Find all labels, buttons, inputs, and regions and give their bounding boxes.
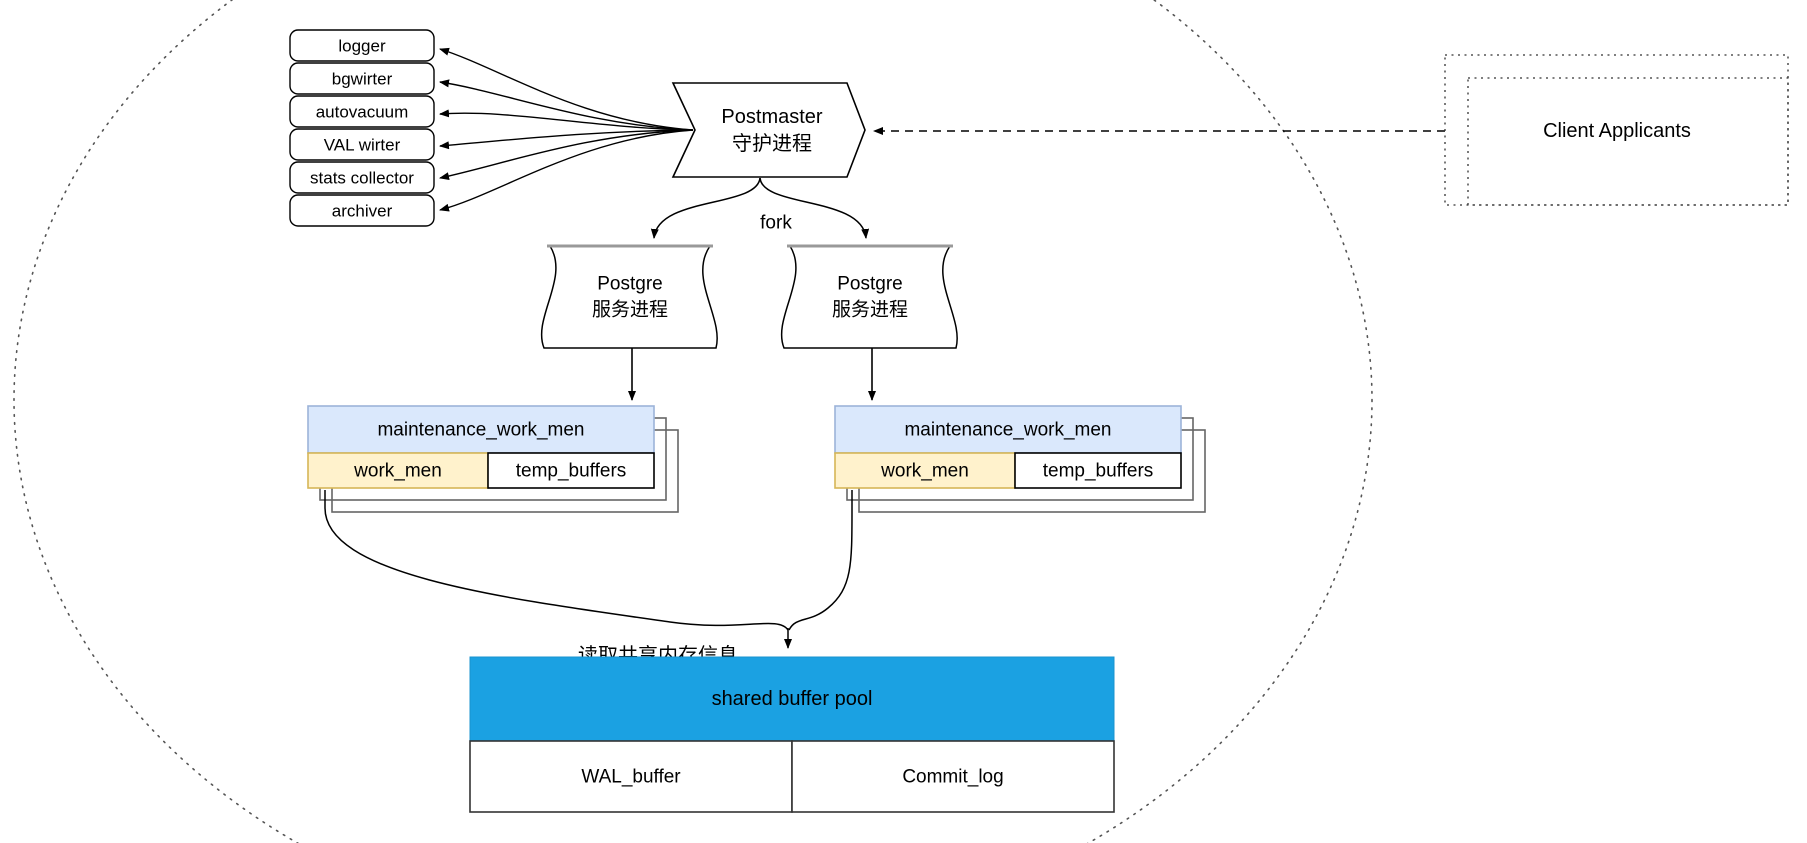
process-label: VAL wirter: [324, 136, 401, 155]
process-label: bgwirter: [332, 70, 393, 89]
fork-label: fork: [760, 213, 792, 234]
postmaster-label-line1: Postmaster: [721, 106, 822, 128]
process-box-stats-collector: stats collector: [289, 161, 435, 194]
memory-to-pool-merge-arrows: [324, 490, 853, 649]
postmaster-fan-arrows: [439, 47, 694, 212]
maintenance-work-men-label: maintenance_work_men: [904, 420, 1111, 441]
server-process-label-line1: Postgre: [597, 274, 662, 295]
process-box-logger: logger: [289, 29, 435, 62]
process-box-archiver: archiver: [289, 194, 435, 227]
commit-log-cell: [791, 740, 1115, 813]
system-boundary-ellipse: [13, 0, 1373, 843]
work-men-label: work_men: [880, 461, 969, 482]
maintenance-work-men-cell: [307, 405, 655, 454]
shared-buffer-pool: shared buffer pool WAL_buffer Commit_log: [469, 656, 1115, 813]
server-process-label-line2: 服务进程: [592, 299, 668, 321]
shared-buffer-pool-header: [469, 656, 1115, 742]
temp-buffers-label: temp_buffers: [1043, 461, 1154, 482]
work-men-cell: [307, 452, 489, 489]
temp-buffers-cell: [1014, 452, 1182, 489]
process-label: logger: [338, 37, 386, 56]
process-label: autovacuum: [316, 103, 409, 122]
server-process-right: Postgre 服务进程: [780, 244, 958, 349]
work-men-label: work_men: [353, 461, 442, 482]
maintenance-work-men-label: maintenance_work_men: [377, 420, 584, 441]
process-label: archiver: [332, 202, 393, 221]
temp-buffers-label: temp_buffers: [516, 461, 627, 482]
commit-log-label: Commit_log: [902, 767, 1003, 788]
temp-buffers-cell: [487, 452, 655, 489]
fork-arrows: [650, 177, 870, 239]
server-process-left: Postgre 服务进程: [540, 244, 718, 349]
postmaster-label-line2: 守护进程: [732, 132, 812, 155]
wal-buffer-label: WAL_buffer: [581, 767, 681, 788]
client-applicants-node: Client Applicants: [1444, 54, 1789, 206]
postmaster-node: Postmaster 守护进程: [671, 82, 866, 178]
shared-buffer-pool-label: shared buffer pool: [712, 688, 873, 710]
process-box-val-wirter: VAL wirter: [289, 128, 435, 161]
memory-table-right: maintenance_work_men work_men temp_buffe…: [834, 405, 1206, 513]
process-box-autovacuum: autovacuum: [289, 95, 435, 128]
background-process-list: logger bgwirter autovacuum VAL wirter st…: [289, 29, 435, 227]
server-process-label-line2: 服务进程: [832, 299, 908, 321]
server-process-label-line1: Postgre: [837, 274, 902, 295]
memory-table-left: maintenance_work_men work_men temp_buffe…: [307, 405, 679, 513]
process-box-bgwirter: bgwirter: [289, 62, 435, 95]
client-applicants-label: Client Applicants: [1543, 120, 1691, 142]
process-label: stats collector: [310, 169, 414, 188]
work-men-cell: [834, 452, 1016, 489]
maintenance-work-men-cell: [834, 405, 1182, 454]
